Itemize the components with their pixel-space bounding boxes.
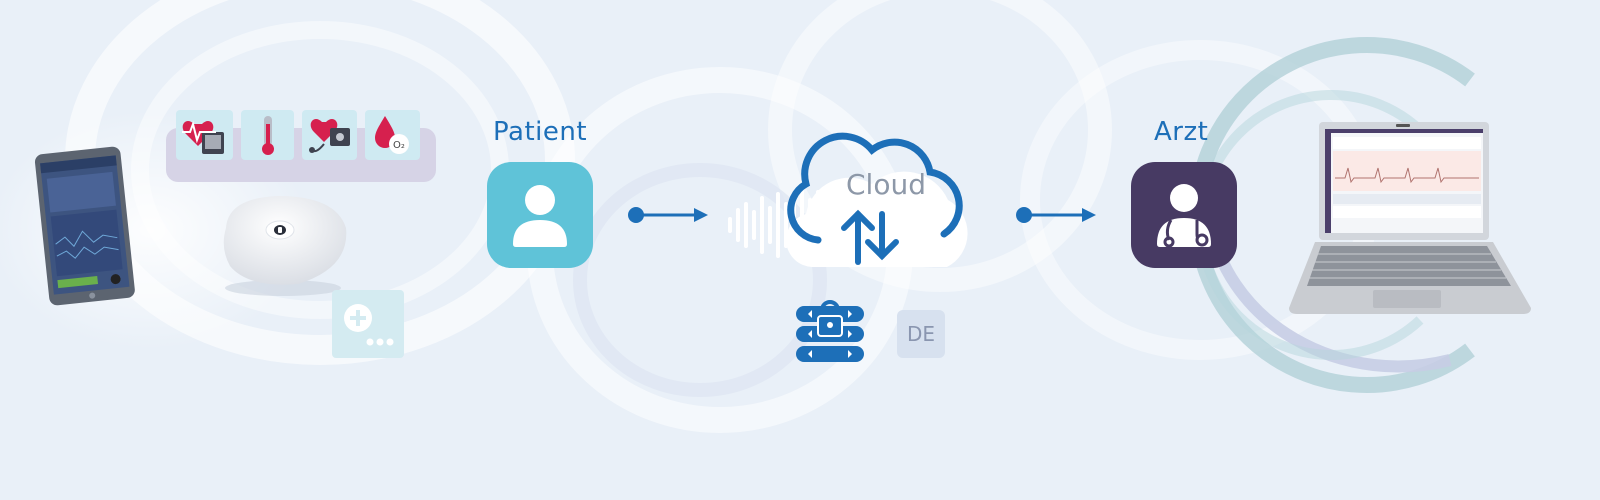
svg-text:O₂: O₂ — [393, 140, 405, 151]
laptop-dashboard-icon — [1289, 122, 1531, 314]
patient-tile — [487, 162, 593, 268]
smartphone-app-icon — [34, 146, 135, 306]
oxygen-drop-icon: O₂ — [375, 116, 409, 154]
person-icon — [513, 185, 567, 247]
ecg-heart-icon — [182, 120, 224, 154]
ecg-tile — [176, 110, 233, 160]
blood-pressure-tile — [302, 110, 357, 160]
flow-arrow-cloud-to-doctor — [1016, 207, 1096, 223]
add-more-tile — [332, 290, 404, 358]
thermometer-icon — [262, 116, 274, 155]
doctor-stethoscope-icon — [1157, 184, 1211, 248]
patient-label: Patient — [493, 117, 588, 147]
doctor-tile — [1131, 162, 1237, 268]
blood-pressure-icon — [309, 119, 350, 153]
temperature-tile — [241, 110, 294, 160]
doctor-label: Arzt — [1154, 117, 1209, 147]
region-badge: DE — [897, 310, 945, 358]
oxygen-tile: O₂ — [365, 110, 420, 160]
cloud-sync-icon — [728, 132, 968, 267]
secure-database-icon — [796, 300, 864, 362]
flow-arrow-patient-to-cloud — [628, 207, 708, 223]
add-more-icon — [344, 304, 394, 346]
sensor-device-icon — [223, 196, 347, 296]
cloud-label: Cloud — [846, 168, 926, 201]
